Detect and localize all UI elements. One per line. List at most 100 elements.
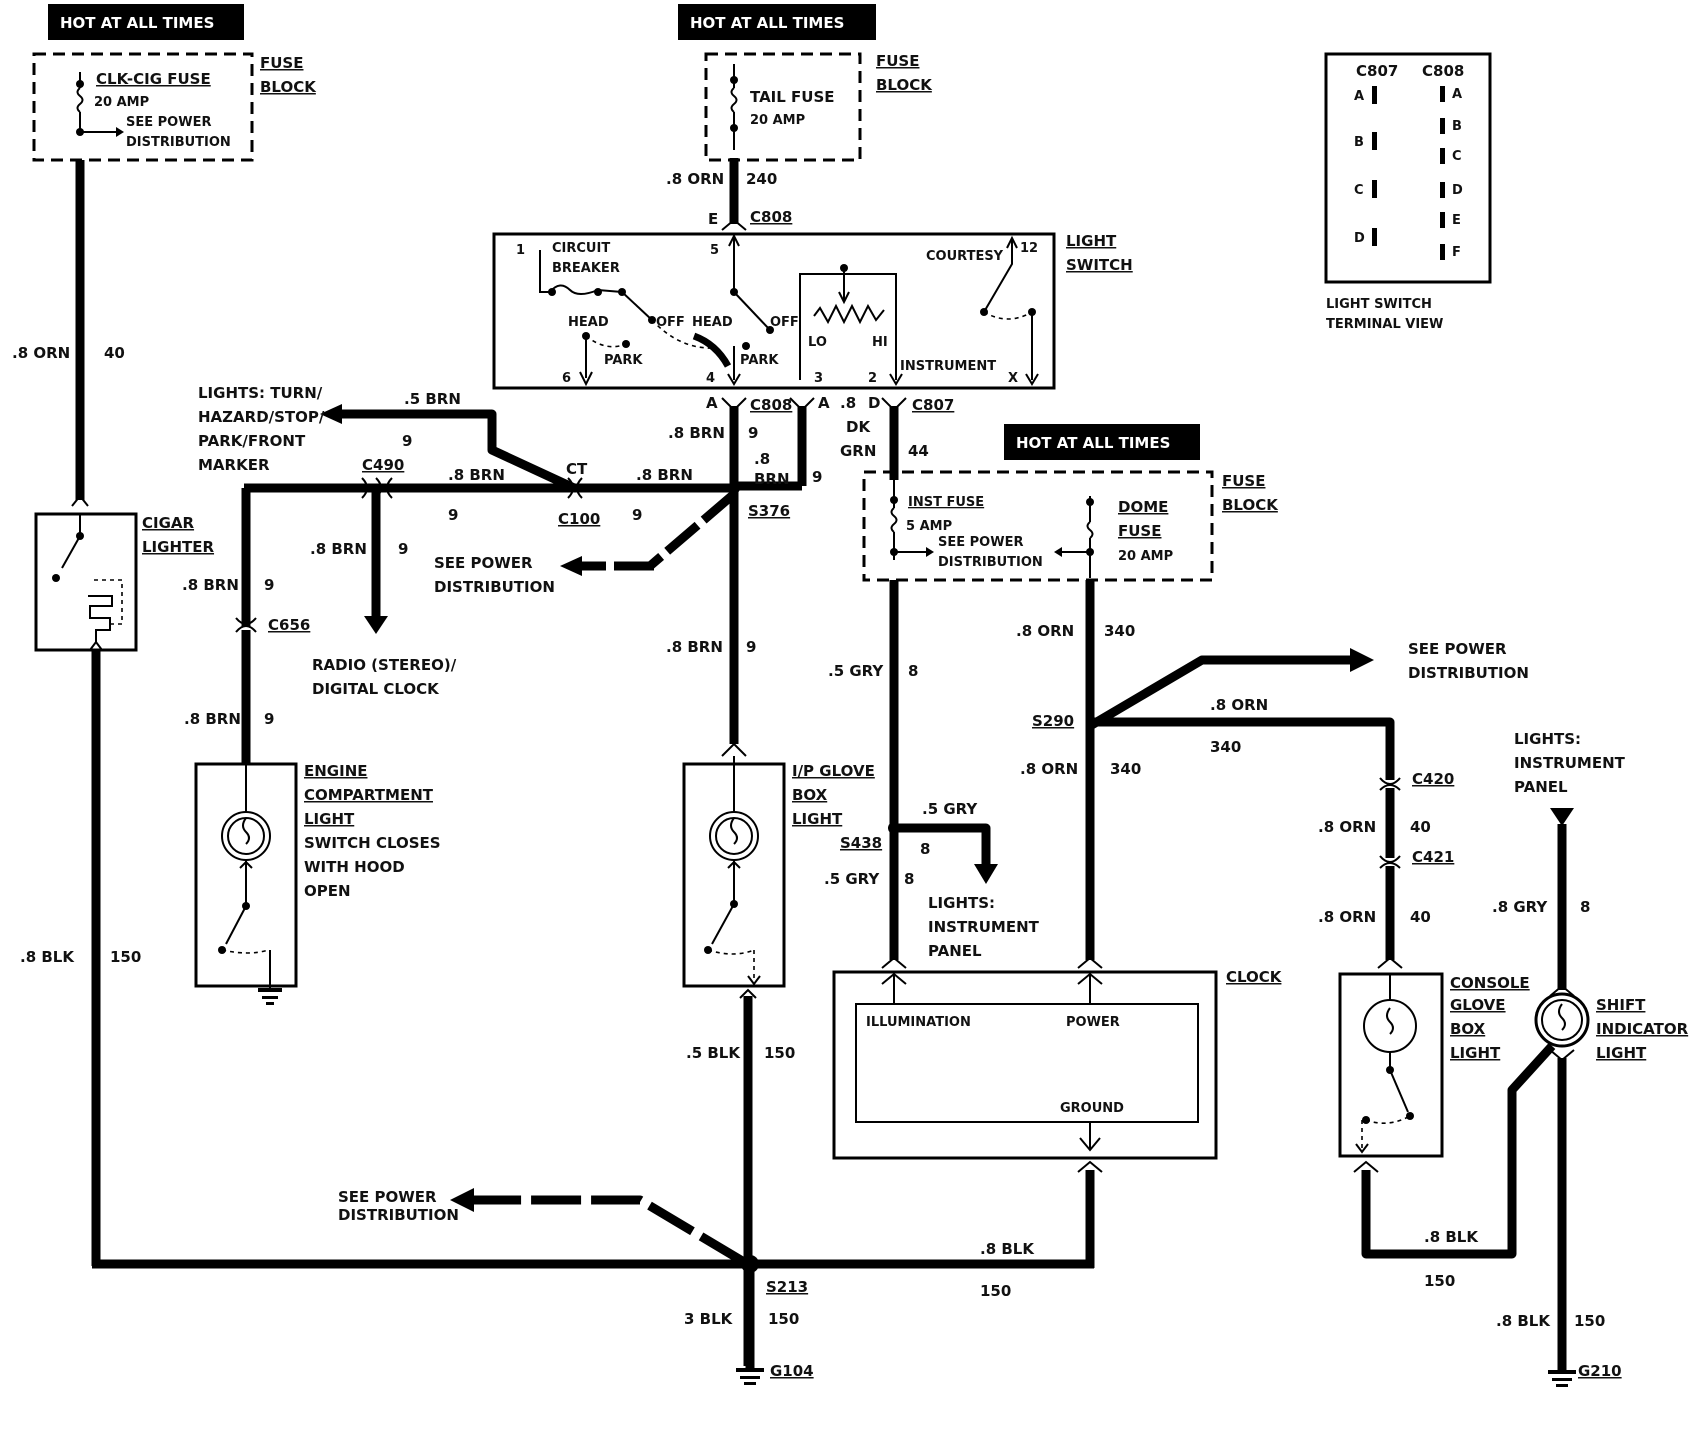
connector-pin: D (868, 394, 880, 412)
destination-text: DISTRIBUTION (338, 1206, 459, 1224)
pin-label: X (1008, 371, 1018, 386)
light-switch-title: LIGHT (1066, 232, 1117, 250)
instrument-label: INSTRUMENT (900, 359, 996, 374)
wire-number: 150 (110, 948, 141, 966)
wire-label: .8 BRN (668, 424, 725, 442)
fuse-block-title: FUSE (1222, 472, 1265, 490)
wire-number: 8 (1580, 898, 1590, 916)
fuse-block-title: BLOCK (1222, 496, 1279, 514)
ground-label: G104 (770, 1362, 814, 1380)
wire-number: 40 (104, 344, 125, 362)
terminal-caption: TERMINAL VIEW (1326, 317, 1443, 332)
connector-label: S290 (1032, 712, 1074, 730)
clock-terminal-label: POWER (1066, 1015, 1120, 1030)
terminal-pin: D (1452, 183, 1463, 198)
wire-label: .8 BLK (1496, 1312, 1551, 1330)
wire-label: .5 GRY (828, 662, 884, 680)
terminal-pin: A (1452, 87, 1462, 102)
connector-label: C808 (750, 396, 792, 414)
destination-text: RADIO (STEREO)/ (312, 656, 457, 674)
cigar-lighter-circuit: .8 ORN 40 CIGAR LIGHTER .8 BLK 150 (12, 160, 750, 1269)
terminal-caption: LIGHT SWITCH (1326, 297, 1432, 312)
pin-label: 12 (1020, 241, 1038, 256)
fuse-block-tail: TAIL FUSE 20 AMP FUSE BLOCK (704, 52, 933, 162)
destination-text: SEE POWER (338, 1188, 437, 1206)
terminal-pin: F (1452, 245, 1461, 260)
wire-number: 150 (764, 1044, 795, 1062)
clock: CLOCK ILLUMINATION POWER GROUND .8 BLK 1… (750, 968, 1283, 1300)
wire-label: 3 BLK (684, 1310, 734, 1328)
dome-circuit: .8 ORN 340 SEE POWER DISTRIBUTION S290 .… (1016, 580, 1529, 969)
connector-label: C490 (362, 456, 404, 474)
wire-label: DK (846, 418, 871, 436)
component-label: LIGHT (1450, 1044, 1501, 1062)
destination-text: PANEL (1514, 778, 1568, 796)
wire-number: 9 (402, 432, 412, 450)
wire-label: .8 BRN (310, 540, 367, 558)
terminal-view: C807 C808 A B C D A B C D E F LIGHT SWIT… (1324, 52, 1492, 332)
inst-fuse-circuit: .8 D DK GRN 44 C807 FUSE BLOCK INST FUSE… (824, 394, 1279, 969)
component-label: COMPARTMENT (304, 786, 434, 804)
wire-label: BRN (754, 470, 790, 488)
fuse-amp: 20 AMP (750, 113, 805, 128)
destination-text: DIGITAL CLOCK (312, 680, 440, 698)
destination-text: DISTRIBUTION (434, 578, 555, 596)
courtesy-label: COURTESY (926, 249, 1004, 264)
wire-number: 40 (1410, 908, 1431, 926)
wire-number: 340 (1210, 738, 1241, 756)
wire-number: 240 (746, 170, 777, 188)
wire-label: .8 ORN (1318, 908, 1376, 926)
tail-fuse-circuit: .8 ORN 240 E C808 (666, 158, 792, 231)
fuse-name: TAIL FUSE (750, 88, 835, 106)
lo-label: LO (808, 335, 827, 350)
head-label: HEAD (568, 315, 609, 330)
connector-label: C100 (558, 510, 600, 528)
pin-label: 3 (814, 371, 823, 386)
circuit-breaker-label: BREAKER (552, 261, 620, 276)
pin-label: 6 (562, 371, 571, 386)
wire-label: .8 BRN (182, 576, 239, 594)
pin-label: 5 (710, 243, 719, 258)
component-label: I/P GLOVE (792, 762, 875, 780)
component-label: INDICATOR (1596, 1020, 1689, 1038)
wire-number: 9 (264, 710, 274, 728)
destination-text: LIGHTS: (1514, 730, 1581, 748)
hot-banner-left: HOT AT ALL TIMES (48, 4, 244, 40)
cigar-lighter-label: LIGHTER (142, 538, 214, 556)
wire-label: .5 GRY (922, 800, 978, 818)
terminal-pin: D (1354, 231, 1365, 246)
destination-text: INSTRUMENT (1514, 754, 1626, 772)
wire-label: .5 GRY (824, 870, 880, 888)
fuse-block-title: FUSE (876, 52, 919, 70)
wire-number: 9 (746, 638, 756, 656)
fuse-amp: 20 AMP (1118, 549, 1173, 564)
connector-label: S376 (748, 502, 790, 520)
wire-label: .8 ORN (1016, 622, 1074, 640)
connector-label: S213 (766, 1278, 808, 1296)
wire-number: 150 (1574, 1312, 1605, 1330)
wire-label: .8 GRY (1492, 898, 1548, 916)
hot-banner-dome: HOT AT ALL TIMES (1004, 424, 1200, 460)
component-label: LIGHT (1596, 1044, 1647, 1062)
wire-label: .8 BRN (448, 466, 505, 484)
park-label: PARK (604, 353, 643, 368)
connector-pin: A (706, 394, 718, 412)
connector-label: C808 (750, 208, 792, 226)
destination-text: INSTRUMENT (928, 918, 1040, 936)
wire-number: 40 (1410, 818, 1431, 836)
connector-pin: E (708, 210, 718, 228)
hot-banner-center: HOT AT ALL TIMES (678, 4, 876, 40)
destination-text: HAZARD/STOP/ (198, 408, 325, 426)
wire-label: .8 ORN (12, 344, 70, 362)
see-power-text: DISTRIBUTION (126, 135, 231, 150)
wire-label: .8 BLK (20, 948, 75, 966)
connector-label: S438 (840, 834, 882, 852)
wire-number: 340 (1104, 622, 1135, 640)
terminal-pin: C (1452, 149, 1462, 164)
engine-compartment-light: ENGINE COMPARTMENT LIGHT SWITCH CLOSES W… (194, 762, 441, 1005)
fuse-block-title: BLOCK (876, 76, 933, 94)
shift-indicator-light: LIGHTS: INSTRUMENT PANEL .8 GRY 8 SHIFT … (1492, 730, 1689, 1387)
wire-number: 340 (1110, 760, 1141, 778)
component-label: LIGHT (304, 810, 355, 828)
